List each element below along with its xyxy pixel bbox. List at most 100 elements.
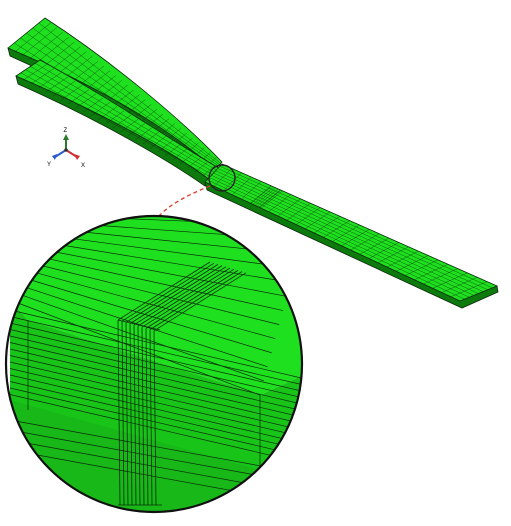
axis-triad: Z X Y bbox=[47, 128, 85, 169]
mesh-line bbox=[150, 136, 167, 149]
mesh-line bbox=[105, 110, 125, 125]
mesh-line bbox=[258, 189, 281, 208]
mesh-line bbox=[232, 176, 252, 195]
mesh-line bbox=[53, 251, 287, 297]
mesh-line bbox=[9, 299, 261, 396]
mesh-line bbox=[223, 172, 242, 191]
mesh-line bbox=[60, 85, 83, 101]
callout-arrow bbox=[149, 185, 211, 229]
mesh-line bbox=[432, 272, 468, 289]
mesh-line bbox=[9, 335, 302, 407]
mesh-line bbox=[90, 102, 111, 117]
detail-marker-circle bbox=[208, 164, 236, 192]
mesh-line bbox=[35, 37, 69, 64]
mesh-line bbox=[125, 322, 129, 506]
mesh-line bbox=[254, 187, 277, 206]
mesh-line bbox=[40, 265, 280, 325]
mesh-line bbox=[149, 271, 243, 330]
mesh-line bbox=[305, 211, 331, 229]
mesh-line bbox=[145, 328, 149, 506]
joined-beam bbox=[204, 163, 499, 309]
mesh-line bbox=[121, 262, 215, 322]
mesh-line bbox=[30, 68, 55, 85]
mesh-line bbox=[42, 41, 75, 68]
mesh-line bbox=[157, 140, 174, 153]
mesh-line bbox=[396, 255, 429, 272]
mesh-line bbox=[75, 93, 97, 109]
mesh-line bbox=[129, 323, 133, 506]
mesh-line bbox=[21, 27, 57, 56]
mesh-line bbox=[112, 114, 132, 129]
mesh-line bbox=[286, 203, 311, 221]
mesh-line bbox=[9, 329, 302, 400]
mesh-line bbox=[332, 224, 360, 242]
mesh-line bbox=[142, 131, 160, 145]
mesh-line bbox=[450, 281, 488, 297]
mesh-line bbox=[127, 123, 146, 137]
z-axis-label: Z bbox=[64, 128, 68, 134]
mesh-line bbox=[23, 64, 48, 81]
mesh-line bbox=[20, 37, 218, 168]
mesh-line bbox=[59, 244, 291, 283]
mesh-line bbox=[252, 186, 274, 205]
upper-arm bbox=[7, 17, 223, 175]
mesh-line bbox=[125, 264, 219, 323]
mesh-line bbox=[28, 278, 272, 354]
zoom-detail bbox=[4, 214, 304, 514]
mesh-line bbox=[323, 220, 350, 238]
mesh-line bbox=[277, 198, 301, 217]
mesh-line bbox=[63, 56, 93, 80]
mesh-line bbox=[377, 246, 409, 263]
mesh-line bbox=[250, 185, 272, 204]
y-axis-label: Y bbox=[47, 162, 51, 168]
mesh-line bbox=[141, 327, 145, 506]
mesh-line bbox=[14, 22, 52, 53]
x-axis-label: X bbox=[81, 163, 85, 169]
mesh-line bbox=[172, 148, 188, 161]
mesh-line bbox=[268, 194, 291, 212]
mesh-line bbox=[135, 127, 153, 141]
mesh-line bbox=[117, 319, 161, 331]
mesh-line bbox=[341, 229, 370, 246]
mesh-line bbox=[97, 106, 118, 121]
mesh-line bbox=[368, 242, 399, 259]
zoom-circle-border bbox=[4, 214, 304, 514]
mesh-line bbox=[9, 322, 302, 394]
mesh-line bbox=[26, 32, 219, 167]
mesh-line bbox=[260, 190, 283, 209]
mesh-line bbox=[359, 237, 390, 255]
mesh-line bbox=[137, 325, 141, 506]
mesh-line bbox=[350, 233, 380, 251]
mesh-line bbox=[153, 272, 247, 332]
mesh-line bbox=[423, 268, 458, 285]
mesh-line bbox=[65, 237, 295, 269]
mesh-line bbox=[149, 329, 153, 506]
mesh-line bbox=[259, 190, 282, 208]
mesh-line bbox=[295, 207, 321, 225]
zoom-top-face bbox=[10, 216, 302, 395]
mesh-line bbox=[53, 81, 76, 97]
mesh-line bbox=[153, 330, 157, 506]
mesh-line bbox=[45, 76, 69, 93]
mesh-line bbox=[129, 265, 223, 324]
mesh-line bbox=[32, 27, 220, 165]
mesh-line bbox=[46, 258, 284, 311]
y-axis-arrow bbox=[54, 149, 67, 158]
mesh-line bbox=[405, 259, 439, 276]
mesh-line bbox=[120, 119, 139, 133]
mesh-line bbox=[387, 250, 419, 268]
mesh-line bbox=[141, 268, 235, 328]
mesh-line bbox=[145, 270, 239, 329]
mesh-line bbox=[202, 165, 216, 177]
mesh-line bbox=[241, 181, 262, 200]
mesh-line bbox=[314, 216, 340, 234]
lower-arm-mesh-lines bbox=[20, 63, 220, 179]
zoom-refined-band bbox=[117, 261, 247, 506]
mesh-line bbox=[38, 72, 62, 89]
mesh-line bbox=[250, 185, 272, 204]
mesh-line bbox=[68, 89, 90, 105]
mesh-line bbox=[441, 277, 478, 293]
mesh-line bbox=[9, 316, 302, 387]
mesh-line bbox=[117, 319, 121, 506]
